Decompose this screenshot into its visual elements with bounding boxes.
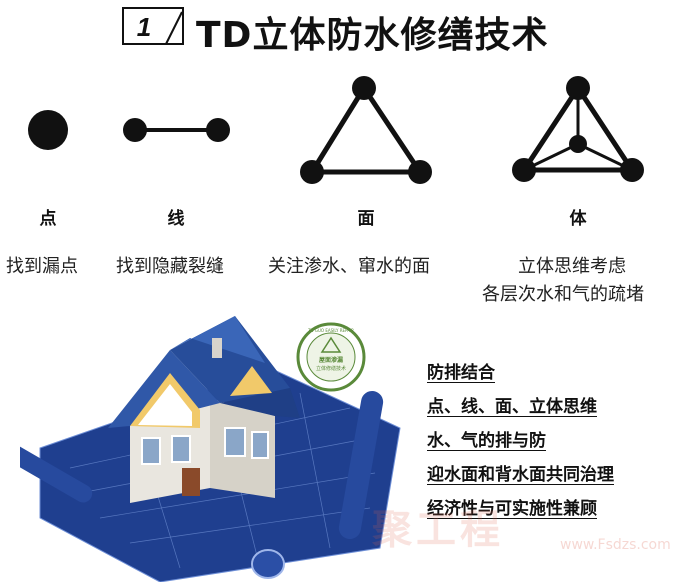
solid-diagram <box>512 76 644 182</box>
section-number: 1 <box>137 12 151 42</box>
list-item: 水、气的排与防 <box>427 431 546 451</box>
label-line: 线 <box>167 209 185 229</box>
section-number-box: 1 <box>122 7 184 45</box>
watermark: 聚工程 <box>372 507 504 553</box>
list-item: 点、线、面、立体思维 <box>427 397 597 417</box>
plane-diagram <box>300 76 432 184</box>
list-item: 防排结合 <box>427 363 495 383</box>
label-plane: 面 <box>357 209 375 229</box>
house-on-blueprints-image <box>20 316 401 582</box>
desc-line: 找到隐藏裂缝 <box>116 256 224 277</box>
desc-solid-line2: 各层次水和气的疏堵 <box>482 284 644 305</box>
badge-line2: 立体修缮技术 <box>316 365 346 372</box>
principles-list: 防排结合 点、线、面、立体思维 水、气的排与防 迎水面和背水面共同治理 经济性与… <box>427 356 614 526</box>
certification-badge: 屋面渗漏 立体修缮技术 TD GUO EASILY REPAIR <box>296 322 366 392</box>
badge-arc-text: TD GUO EASILY REPAIR <box>307 328 354 333</box>
list-item: 迎水面和背水面共同治理 <box>427 465 614 485</box>
point-diagram <box>28 110 68 150</box>
watermark-url: www.Fsdzs.com <box>560 537 671 553</box>
badge-line1: 屋面渗漏 <box>319 356 343 364</box>
desc-plane: 关注渗水、窜水的面 <box>268 256 430 277</box>
line-diagram <box>123 118 230 142</box>
desc-point: 找到漏点 <box>6 256 78 277</box>
page-title: TD立体防水修缮技术 <box>196 15 549 56</box>
concept-diagrams <box>28 76 644 184</box>
list-item: 经济性与可实施性兼顾 <box>427 499 597 519</box>
label-solid: 体 <box>569 209 587 229</box>
desc-solid-line1: 立体思维考虑 <box>518 256 626 277</box>
label-point: 点 <box>39 209 57 229</box>
